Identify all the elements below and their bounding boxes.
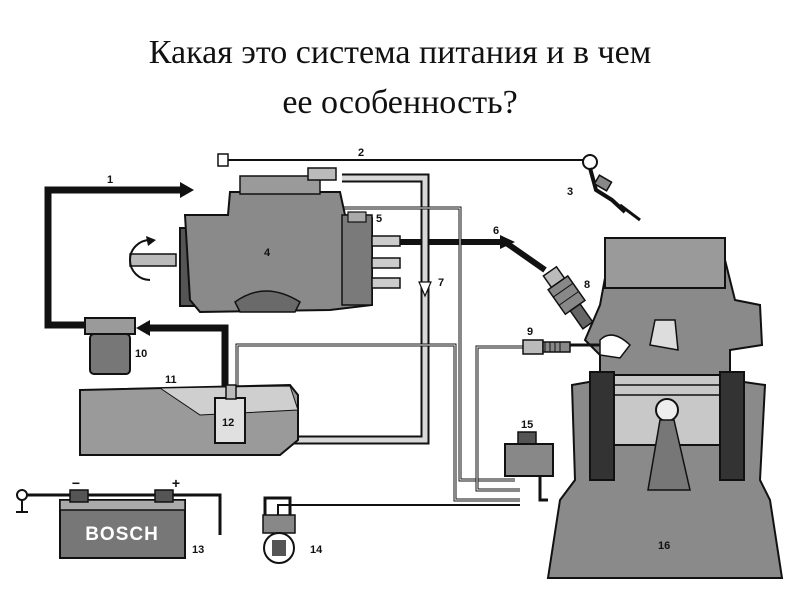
label-13: 13 — [192, 544, 204, 556]
label-10: 10 — [135, 348, 147, 360]
label-12: 12 — [222, 417, 234, 429]
battery-minus: − — [72, 475, 80, 491]
title-line-1: Какая это система питания и в чем — [148, 34, 652, 71]
label-11: 11 — [165, 374, 177, 386]
pump-outlet-5 — [347, 211, 367, 223]
arrow-line-7 — [418, 281, 432, 298]
wire-switch-2 — [277, 504, 520, 520]
injector-8 — [542, 265, 594, 330]
battery-13: BOSCH − + — [16, 475, 186, 559]
label-1: 1 — [107, 174, 113, 186]
engine-16 — [546, 237, 784, 579]
ignition-switch-14 — [262, 514, 296, 564]
return-line-filter — [150, 324, 229, 390]
label-3: 3 — [567, 186, 573, 198]
label-7: 7 — [438, 277, 444, 289]
injection-pump-4 — [129, 167, 401, 314]
label-2: 2 — [358, 147, 364, 159]
fuel-line-1 — [44, 186, 180, 329]
slide-title: Какая это система питания и в чем ее осо… — [0, 28, 800, 128]
label-16: 16 — [658, 540, 670, 552]
label-9: 9 — [527, 326, 533, 338]
label-8: 8 — [584, 279, 590, 291]
accelerator-pedal-3 — [582, 154, 641, 222]
battery-brand: BOSCH — [85, 524, 159, 545]
arrow-line-1 — [180, 182, 194, 198]
battery-plus: + — [172, 475, 180, 491]
fuel-tank-11 — [79, 383, 299, 456]
label-14: 14 — [310, 544, 323, 556]
wire-switch — [263, 496, 292, 528]
fuel-filter-10 — [84, 317, 136, 375]
wire-relay-out — [538, 470, 548, 502]
arrow-line-6 — [500, 235, 515, 249]
label-5: 5 — [376, 213, 382, 225]
relay-15 — [504, 431, 554, 477]
label-15: 15 — [521, 419, 533, 431]
title-line-2: ее особенность? — [282, 84, 518, 121]
linkage-end — [217, 153, 229, 167]
glow-plug-9 — [522, 339, 600, 355]
label-6: 6 — [493, 225, 499, 237]
arrow-to-filter — [136, 320, 150, 336]
label-4: 4 — [264, 247, 271, 259]
